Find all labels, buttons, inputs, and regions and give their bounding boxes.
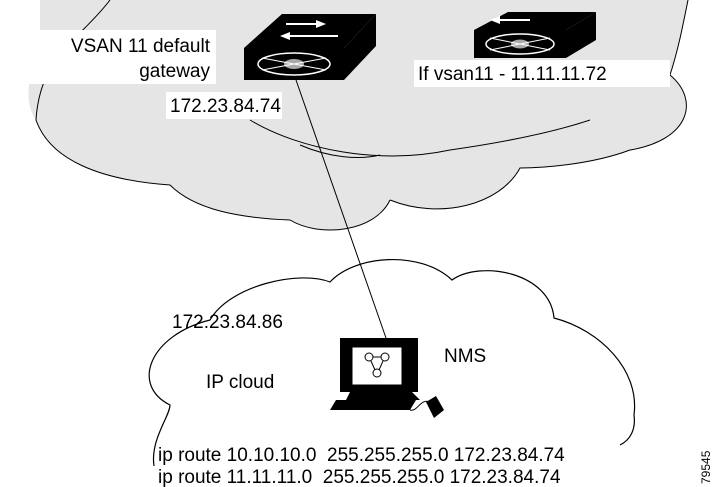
fabric-cloud-edge-right: [389, 0, 689, 210]
nms-label: NMS: [444, 346, 486, 367]
fabric-cloud-inner-arc-2: [299, 144, 381, 159]
switch-gateway-icon: [244, 14, 376, 80]
gateway-label-line2: gateway: [139, 61, 210, 82]
switch-vsan-icon: [474, 12, 596, 58]
nms-workstation-icon: [330, 338, 444, 418]
route-line-1: ip route 10.10.10.0 255.255.255.0 172.23…: [158, 445, 565, 466]
switch-ip-label-bg: [166, 92, 282, 119]
fabric-cloud-inner-arc: [249, 119, 591, 157]
gateway-label-line1: VSAN 11 default: [71, 36, 211, 57]
vsan-interface-label-bg: [414, 60, 670, 87]
gateway-label-bg: [26, 30, 216, 84]
figure-id: 79545: [699, 450, 713, 484]
ip-cloud: [148, 258, 636, 467]
route-line-2: ip route 11.11.11.0 255.255.255.0 172.23…: [158, 467, 561, 487]
gateway-to-nms-link: [295, 79, 387, 339]
nms-ip-label: 172.23.84.86: [172, 312, 283, 333]
switch-ip-label: 172.23.84.74: [170, 96, 281, 117]
vsan-interface-label: If vsan11 - 11.11.11.72: [418, 64, 607, 85]
ip-cloud-label: IP cloud: [206, 372, 274, 393]
